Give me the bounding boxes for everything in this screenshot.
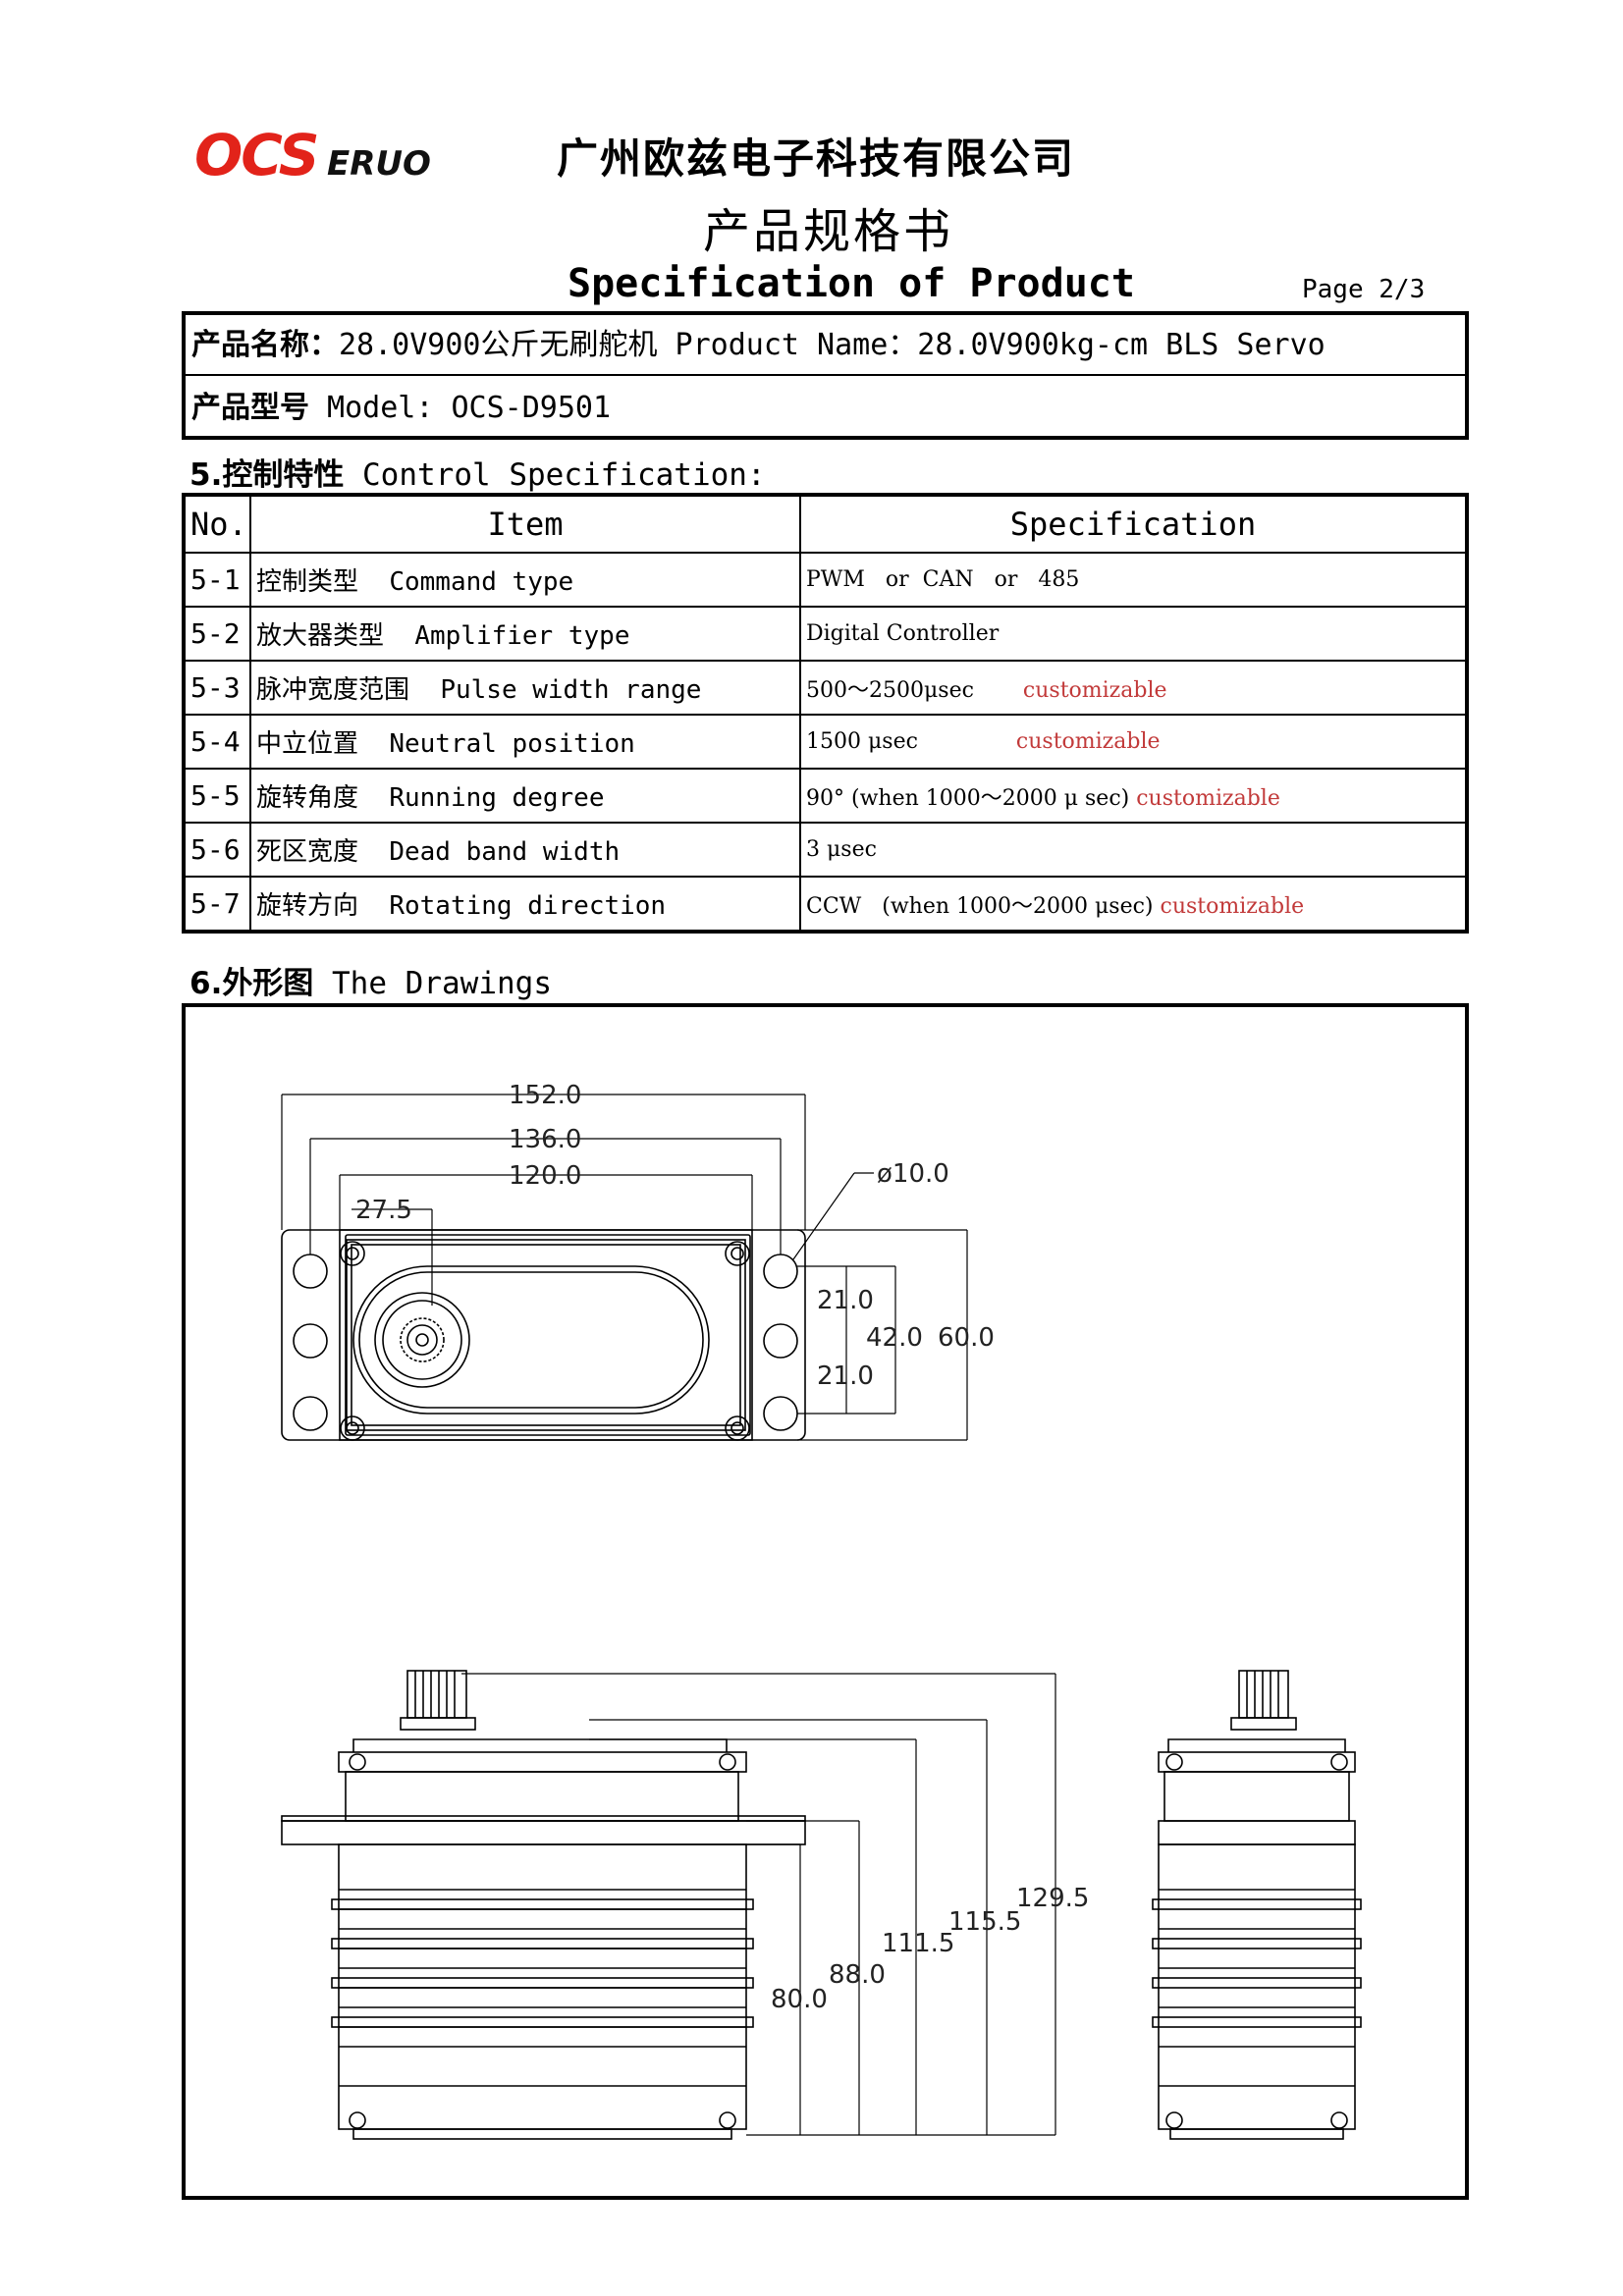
item-en: Dead band width <box>389 837 621 867</box>
product-name-row: 产品名称：28.0V900公斤无刷舵机 Product Name：28.0V90… <box>186 315 1465 376</box>
row-item: 旋转方向 Rotating direction <box>249 876 801 933</box>
item-en: Command type <box>389 567 574 597</box>
table-row: 5-3 脉冲宽度范围 Pulse width range 500～2500μse… <box>183 660 1468 716</box>
row-item: 脉冲宽度范围 Pulse width range <box>249 660 801 716</box>
dim-60: 60.0 <box>938 1323 995 1353</box>
table-row: 5-5 旋转角度 Running degree 90° (when 1000～2… <box>183 768 1468 824</box>
spec-value: 90° (when 1000～2000 μ sec) <box>806 785 1130 811</box>
row-spec: 1500 μsec customizable <box>799 714 1468 770</box>
page-number: Page 2/3 <box>1302 275 1426 304</box>
spec-value: 1500 μsec <box>806 729 918 754</box>
section6-en: The Drawings <box>313 966 552 1001</box>
top-view <box>281 1094 968 1441</box>
spec-value: 500～2500μsec <box>806 677 974 703</box>
product-model-label: 产品型号 <box>191 391 309 425</box>
row-spec: 90° (when 1000～2000 μ sec) customizable <box>799 768 1468 824</box>
row-no: 5-5 <box>183 768 251 824</box>
dim-27-5: 27.5 <box>355 1196 412 1225</box>
dim-152: 152.0 <box>509 1081 581 1110</box>
dim-136: 136.0 <box>509 1125 581 1154</box>
item-cn: 放大器类型 <box>256 621 385 651</box>
item-cn: 控制类型 <box>256 567 359 597</box>
dim-80: 80.0 <box>771 1985 828 2014</box>
product-info-box: 产品名称：28.0V900公斤无刷舵机 Product Name：28.0V90… <box>182 311 1469 440</box>
row-item: 旋转角度 Running degree <box>249 768 801 824</box>
dim-21-top: 21.0 <box>817 1286 874 1315</box>
section-control-spec-heading: 5.控制特性 Control Specification: <box>189 450 766 494</box>
company-name: 广州欧兹电子科技有限公司 <box>557 134 1076 183</box>
table-row: 5-4 中立位置 Neutral position 1500 μsec custo… <box>183 714 1468 770</box>
customizable-note: customizable <box>1015 729 1161 754</box>
dimension-labels: 152.0 136.0 120.0 27.5 ø10.0 21.0 42.0 6… <box>355 1081 1089 2014</box>
item-cn: 中立位置 <box>256 729 359 759</box>
row-spec: 3 μsec <box>799 822 1468 878</box>
customizable-note: customizable <box>1022 677 1167 703</box>
product-name-label: 产品名称： <box>191 328 339 362</box>
section5-en: Control Specification: <box>344 457 766 493</box>
dim-129-5: 129.5 <box>1016 1884 1089 1913</box>
row-item: 控制类型 Command type <box>249 552 801 608</box>
row-spec: PWM or CAN or 485 <box>799 552 1468 608</box>
item-en: Pulse width range <box>440 675 702 705</box>
dim-hole-diameter: ø10.0 <box>877 1159 949 1189</box>
dim-21-bottom: 21.0 <box>817 1362 874 1391</box>
section5-cn: 5.控制特性 <box>189 457 345 493</box>
item-cn: 脉冲宽度范围 <box>256 675 410 705</box>
item-en: Rotating direction <box>389 891 667 921</box>
item-cn: 死区宽度 <box>256 837 359 867</box>
table-row: 5-1 控制类型 Command type PWM or CAN or 485 <box>183 552 1468 608</box>
row-spec: 500～2500μsec customizable <box>799 660 1468 716</box>
dim-111-5: 111.5 <box>882 1929 954 1958</box>
row-item: 中立位置 Neutral position <box>249 714 801 770</box>
spec-value: Digital Controller <box>806 621 1000 646</box>
spec-value: 3 μsec <box>806 837 877 862</box>
item-en: Running degree <box>389 783 605 813</box>
item-en: Neutral position <box>389 729 635 759</box>
control-spec-table: No. Item Specification 5-1 控制类型 Command … <box>182 493 1469 934</box>
product-model-value: Model: OCS-D9501 <box>309 391 612 425</box>
row-no: 5-2 <box>183 606 251 662</box>
svg-text:OCS: OCS <box>194 126 318 181</box>
item-cn: 旋转角度 <box>256 783 359 813</box>
product-name-value: 28.0V900公斤无刷舵机 Product Name：28.0V900kg-c… <box>339 328 1325 362</box>
row-no: 5-6 <box>183 822 251 878</box>
svg-text:ERUO: ERUO <box>327 144 431 181</box>
dim-42: 42.0 <box>866 1323 923 1353</box>
row-item: 放大器类型 Amplifier type <box>249 606 801 662</box>
table-row: 5-6 死区宽度 Dead band width 3 μsec <box>183 822 1468 878</box>
dim-120: 120.0 <box>509 1161 581 1191</box>
customizable-note: customizable <box>1136 785 1280 811</box>
servo-technical-drawing: 152.0 136.0 120.0 27.5 ø10.0 21.0 42.0 6… <box>281 1081 1362 2140</box>
row-item: 死区宽度 Dead band width <box>249 822 801 878</box>
dim-115-5: 115.5 <box>948 1907 1021 1937</box>
dim-88: 88.0 <box>829 1960 886 1990</box>
row-no: 5-1 <box>183 552 251 608</box>
drawing-frame <box>182 1003 1469 2200</box>
table-header-row: No. Item Specification <box>183 494 1468 554</box>
row-no: 5-3 <box>183 660 251 716</box>
row-spec: Digital Controller <box>799 606 1468 662</box>
end-view <box>1152 1670 1362 2140</box>
header-spec: Specification <box>799 494 1468 554</box>
customizable-note: customizable <box>1160 893 1305 919</box>
header-no: No. <box>183 494 251 554</box>
item-en: Amplifier type <box>414 621 630 651</box>
side-view <box>281 1670 1056 2140</box>
item-cn: 旋转方向 <box>256 891 359 921</box>
section-drawings-heading: 6.外形图 The Drawings <box>189 958 552 1002</box>
spec-value: PWM or CAN or 485 <box>806 567 1080 592</box>
header-item: Item <box>249 494 801 554</box>
row-spec: CCW (when 1000～2000 μsec) customizable <box>799 876 1468 933</box>
product-model-row: 产品型号 Model: OCS-D9501 <box>186 378 1465 439</box>
row-no: 5-4 <box>183 714 251 770</box>
ocservo-logo: OCS ERUO <box>194 126 431 181</box>
table-row: 5-2 放大器类型 Amplifier type Digital Control… <box>183 606 1468 662</box>
document-subtitle: Specification of Product <box>568 261 1135 306</box>
row-no: 5-7 <box>183 876 251 933</box>
spec-value: CCW (when 1000～2000 μsec) <box>806 893 1154 919</box>
table-row: 5-7 旋转方向 Rotating direction CCW (when 10… <box>183 876 1468 933</box>
section6-cn: 6.外形图 <box>189 966 314 1001</box>
document-title: 产品规格书 <box>703 204 954 259</box>
